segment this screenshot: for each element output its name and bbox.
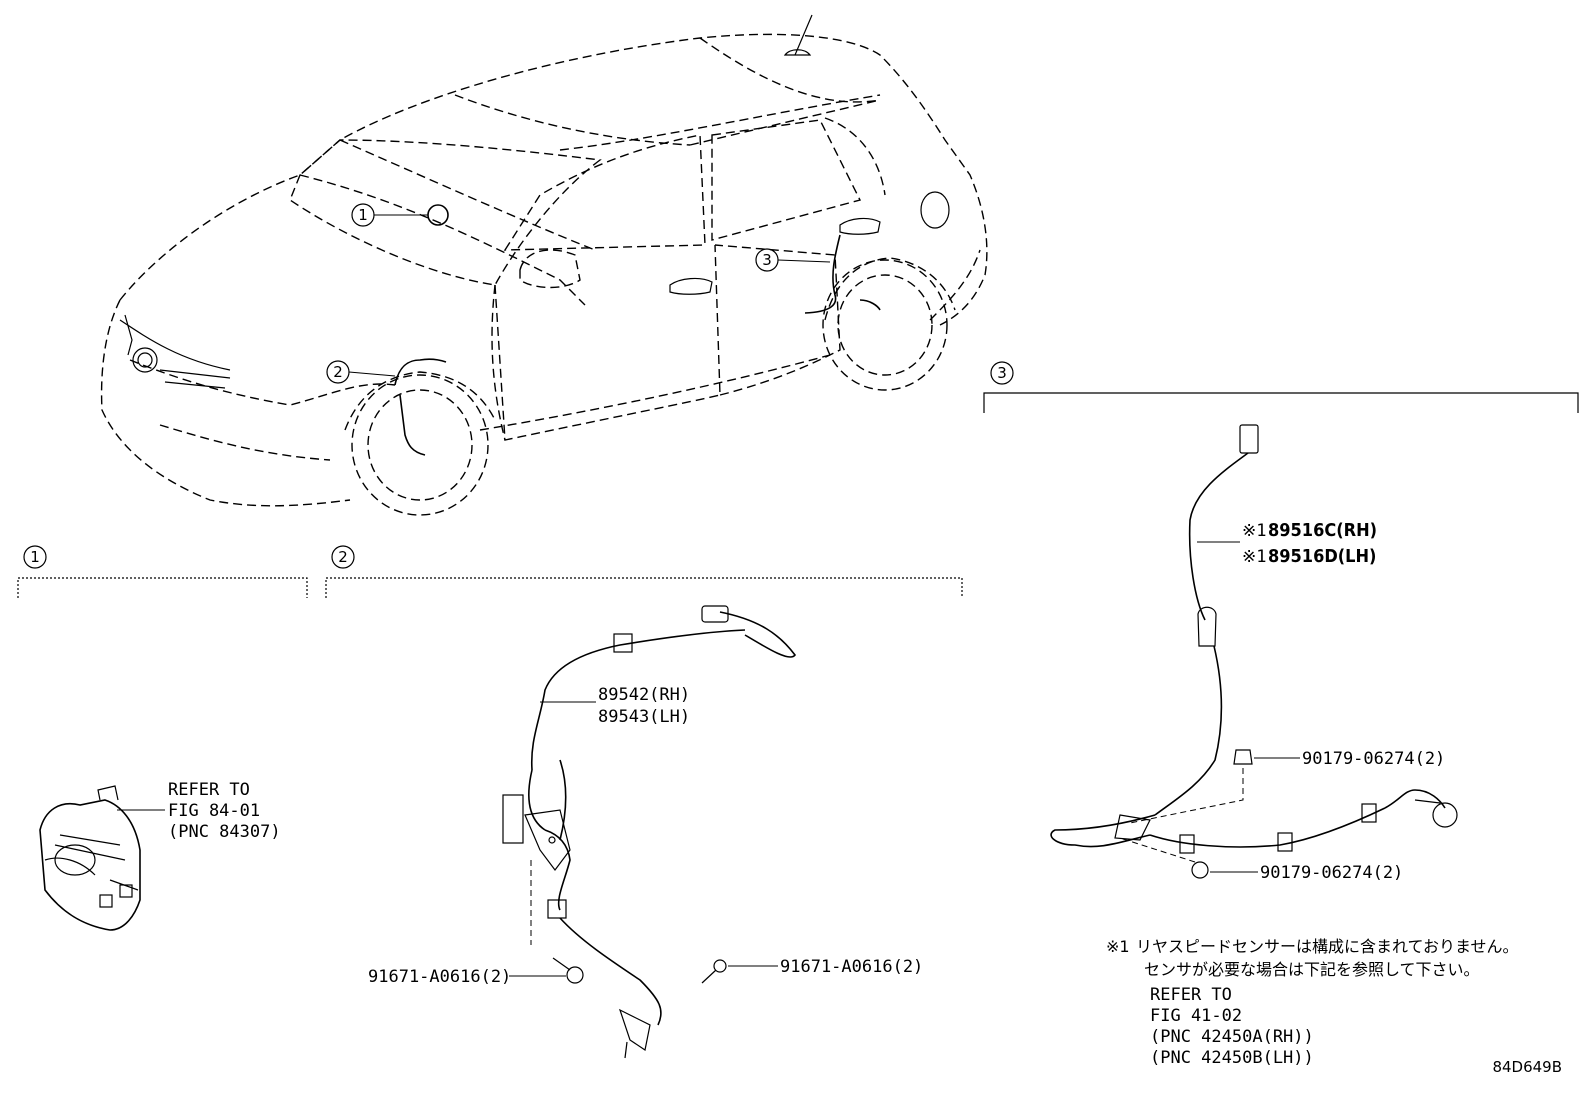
rear-refer-line-3: (PNC 42450A(RH)) [1150,1027,1314,1047]
section-1: 1 REFER TO FIG 84-01 (PNC 84307) [17,545,308,931]
bolt-left-icon [530,860,584,984]
rear-refer-line-2: FIG 41-02 [1150,1006,1242,1026]
spiral-cable-illustration [39,785,141,931]
section-2: 2 89542(RH) 89543(LH) [325,545,963,1059]
clip-label-top: 90179-06274(2) [1302,749,1445,769]
part-89543-lh: 89543(LH) [598,707,690,727]
part-89516d-lh: 89516D(LH) [1268,546,1376,567]
svg-text:2: 2 [338,548,348,566]
refer-line-2: FIG 84-01 [168,801,260,821]
clip-top-icon [1129,749,1253,824]
note-mark-lh: ※1 [1242,547,1266,567]
bolt-label-left: 91671-A0616(2) [368,967,511,987]
svg-text:2: 2 [333,363,343,381]
part-89516c-rh: 89516C(RH) [1268,520,1377,541]
rear-sensor-harness-illustration [1050,424,1458,854]
svg-text:1: 1 [358,206,368,224]
section-3: 3 ※1 89516C(RH) ※1 89516D(LH) [983,361,1579,1068]
bolt-right-icon [701,959,727,984]
svg-text:1: 1 [30,548,40,566]
rear-refer-line-4: (PNC 42450B(LH)) [1150,1048,1314,1068]
callout-2: 2 [326,360,396,384]
rear-refer-line-1: REFER TO [1150,985,1232,1005]
note-line-2: センサが必要な場合は下記を参照して下さい。 [1144,960,1480,979]
note-mark-rh: ※1 [1242,521,1266,541]
callout-3: 3 [755,248,831,272]
clip-label-bottom: 90179-06274(2) [1260,863,1403,883]
part-89542-rh: 89542(RH) [598,685,690,705]
callout-1: 1 [351,203,428,227]
front-sensor-harness-illustration [502,605,796,1059]
clip-bottom-icon [1119,837,1209,879]
svg-text:3: 3 [997,364,1007,382]
refer-line-1: REFER TO [168,780,250,800]
figure-id: 84D649B [1492,1058,1562,1076]
note-line-1: リヤスピードセンサーは構成に含まれておりません。 [1136,937,1519,956]
car-illustration [100,14,988,516]
refer-line-3: (PNC 84307) [168,822,281,842]
note-mark: ※1 [1106,937,1130,956]
svg-text:3: 3 [762,251,772,269]
bolt-label-right: 91671-A0616(2) [780,957,923,977]
